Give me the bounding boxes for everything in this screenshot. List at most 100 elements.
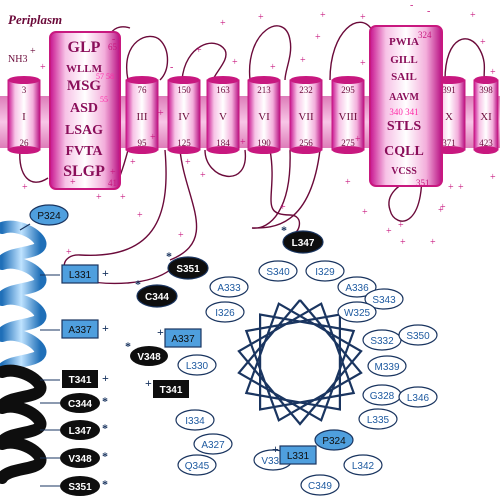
loop-markers: S351 * L347 * C344*: [135, 223, 324, 308]
charge-sign: +: [185, 157, 191, 168]
marker-star: *: [281, 223, 287, 237]
charge-sign: +: [150, 132, 156, 143]
tm-top-number: 3: [22, 85, 27, 95]
wheel-residue: A336: [337, 276, 377, 298]
charge-sign: +: [386, 226, 392, 237]
residue-label: C344: [68, 399, 92, 410]
residue-sign: *: [102, 421, 108, 435]
charge-sign: +: [490, 67, 496, 78]
marker-star: *: [166, 249, 172, 263]
box-IX-residues: GILL: [390, 54, 418, 66]
residue-label: L335: [367, 415, 390, 426]
tm-roman-label: I: [22, 111, 26, 123]
helix-ribbon-segment: [0, 400, 47, 448]
residue-label: A327: [201, 440, 225, 451]
residue-label: W325: [344, 308, 371, 319]
loop-11: [444, 38, 486, 83]
wheel-residue: S350: [398, 324, 438, 346]
charge-sign: +: [178, 230, 184, 241]
charge-sign: +: [232, 57, 238, 68]
tm-roman-label: X: [445, 111, 453, 123]
charge-sign: +: [300, 55, 306, 66]
residue-label: I326: [215, 308, 235, 319]
charge-sign: +: [110, 167, 116, 178]
marker-label: S351: [176, 264, 200, 275]
cylinder-body: [167, 79, 201, 151]
loop-8: [251, 149, 321, 229]
box-II-red-numbers: 57 58: [96, 72, 114, 81]
residue-label: T341: [69, 375, 92, 386]
charge-sign: +: [480, 37, 486, 48]
loop-marker: C344*: [135, 277, 178, 308]
residue-sign: +: [272, 442, 279, 456]
wheel-residue: A327: [193, 433, 233, 455]
cylinder-cap-bottom: [126, 146, 158, 154]
tm-roman-label: III: [137, 111, 148, 123]
charge-sign: +: [258, 12, 264, 23]
wheel-residue: L331+: [272, 442, 317, 465]
charge-sign: +: [120, 192, 126, 203]
loop-7: [248, 25, 292, 81]
side-helix-residue: T341+: [40, 370, 109, 388]
box-II-residues: MSG: [67, 78, 102, 94]
side-helix-residue: A337+: [40, 319, 109, 339]
residue-label: G328: [370, 391, 395, 402]
residue-label: L347: [69, 426, 92, 437]
tm-bottom-number: 184: [216, 138, 230, 148]
tm-bottom-number: 190: [257, 138, 271, 148]
box-IX-bottom-number: 351: [416, 178, 430, 188]
box-II-residues: SLGP: [63, 163, 105, 180]
cylinder-cap-bottom: [168, 146, 200, 154]
cylinder-cap-bottom: [207, 146, 239, 154]
cylinder-cap-top: [207, 76, 239, 84]
tm-roman-label: VII: [298, 111, 314, 123]
periplasm-label: Periplasm: [8, 12, 62, 27]
box-IX-top-number: 324: [418, 30, 432, 40]
residue-sign: *: [102, 477, 108, 491]
residue-label: T341: [160, 385, 183, 396]
charge-sign: -: [170, 62, 173, 73]
wheel-residue: L346: [398, 386, 438, 408]
wheel-residue: V348*: [125, 339, 168, 366]
box-II-residues: GLP: [68, 39, 101, 56]
charge-sign: +: [438, 205, 444, 216]
wheel-residue: T341+: [145, 376, 189, 398]
charge-sign: +: [240, 137, 246, 148]
tm-top-number: 76: [138, 85, 148, 95]
box-II-top-number: 65: [108, 42, 118, 52]
cylinder-body: [473, 79, 499, 151]
charge-sign: +: [280, 202, 286, 213]
helix-ribbon-segment: [0, 292, 47, 340]
residue-label: S350: [406, 331, 430, 342]
residue-label: S351: [68, 482, 92, 493]
residue-label: A337: [171, 334, 195, 345]
loop-12: [169, 149, 198, 261]
side-helix-residue: S351 *: [40, 476, 108, 496]
box-II-bottom-number: 41: [108, 178, 117, 188]
wheel-residue: L335: [358, 408, 398, 430]
marker-label: L347: [292, 238, 315, 249]
charge-sign: +: [430, 237, 436, 248]
residue-sign: +: [102, 266, 109, 280]
cylinder-cap-top: [126, 76, 158, 84]
tm-top-number: 163: [216, 85, 230, 95]
wheel-residue: I329: [305, 260, 345, 282]
box-IX-red-numbers: 340 341: [389, 107, 418, 117]
helix-ribbon-segment: [0, 436, 47, 484]
charge-sign: -: [112, 34, 115, 45]
nh3-charge: +: [30, 46, 36, 57]
charge-sign: +: [400, 237, 406, 248]
cylinder-cap-bottom: [474, 146, 498, 154]
charge-sign: -: [410, 0, 413, 11]
residue-sign: +: [102, 321, 109, 335]
tm-cylinders: 3I2676III95150IV125163V184213VI190232VII…: [7, 76, 499, 154]
tm-top-number: 295: [341, 85, 355, 95]
tm-bottom-number: 371: [442, 138, 456, 148]
charge-sign: +: [130, 157, 136, 168]
side-helix-residue: L347 *: [40, 420, 108, 440]
wheel-residue: L330: [177, 354, 217, 376]
